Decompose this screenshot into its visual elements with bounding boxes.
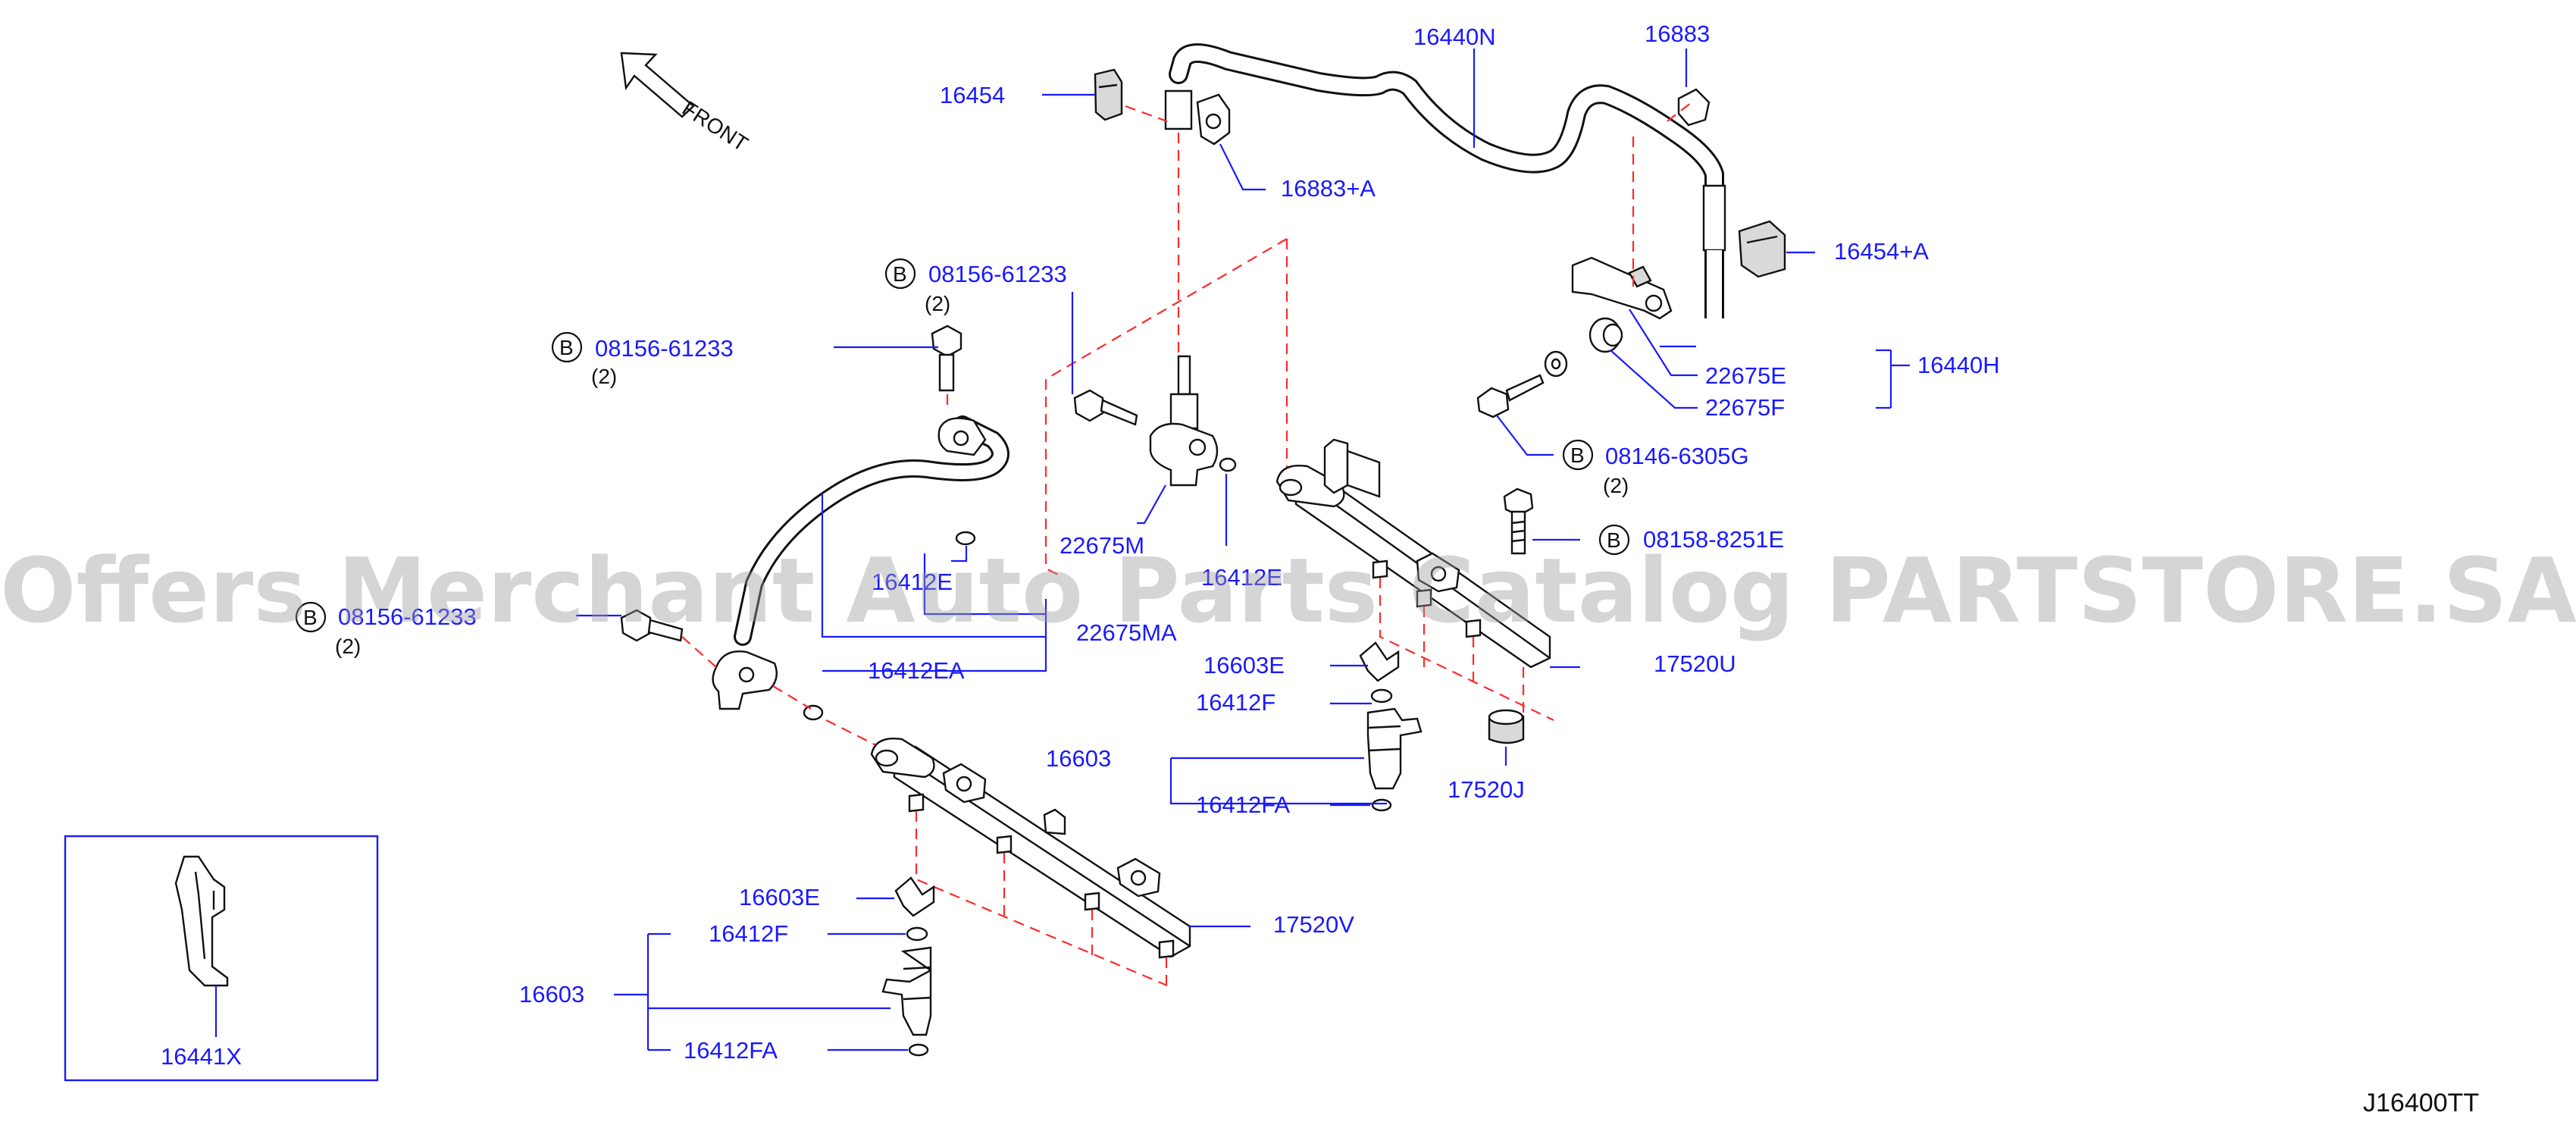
- front-label: FRONT: [678, 96, 753, 156]
- clamp-16883-part: [1677, 88, 1711, 127]
- bolt-callout-right-lower: B 08158-8251E: [1598, 524, 1784, 556]
- bolt-marker-b: B: [1607, 528, 1621, 552]
- label-b2-part: 08156-61233: [595, 335, 734, 362]
- label-b2-qty: (2): [591, 365, 617, 388]
- label-16603-right: 16603: [1046, 745, 1111, 772]
- clip-16441X-part: [174, 855, 229, 987]
- diagram-code: J16400TT: [2363, 1089, 2479, 1117]
- label-16603-left: 16603: [519, 981, 584, 1007]
- grommet-22675E-part: [1588, 317, 1623, 353]
- hidden-line: [915, 811, 1168, 987]
- bolt-callout-left-lower: B 08156-61233 (2): [295, 601, 477, 658]
- bolt-marker-b: B: [893, 262, 907, 286]
- bolt-marker-b: B: [1570, 443, 1585, 467]
- bracket-16440H-part: [1571, 256, 1673, 320]
- bolt-08158-8251E-part: [1503, 487, 1534, 555]
- washer-22675F-part: [1544, 350, 1568, 378]
- label-b1-qty: (2): [925, 292, 950, 315]
- label-16603E-right: 16603E: [1203, 652, 1285, 678]
- clip-16603E-left-part: [894, 876, 935, 917]
- label-17520U: 17520U: [1654, 650, 1736, 677]
- label-16412E: 16412E: [1201, 564, 1282, 591]
- label-16883: 16883: [1645, 20, 1710, 47]
- hidden-line: [1125, 105, 1168, 123]
- label-16412F-left: 16412F: [709, 920, 788, 947]
- oring-16412EA-part: [803, 704, 824, 721]
- label-22675F: 22675F: [1705, 394, 1785, 421]
- label-16883A: 16883+A: [1281, 175, 1376, 202]
- label-22675M: 22675M: [1060, 532, 1144, 559]
- label-22675E: 22675E: [1705, 362, 1786, 389]
- label-22675MA: 22675MA: [1076, 619, 1177, 646]
- label-16440H: 16440H: [1917, 352, 2000, 378]
- clamp-16883A-part: [1196, 93, 1231, 146]
- bolt-marker-b: B: [559, 336, 574, 359]
- label-17520V: 17520V: [1273, 911, 1354, 938]
- label-16412FA-right: 16412FA: [1196, 791, 1290, 818]
- label-b3-part: 08156-61233: [338, 603, 477, 630]
- hidden-line: [772, 685, 812, 710]
- label-16412EA: 16412EA: [868, 657, 965, 684]
- label-17520J: 17520J: [1448, 776, 1525, 803]
- hidden-line: [681, 636, 717, 668]
- label-16412FA-left: 16412FA: [684, 1037, 778, 1064]
- clip-16454-part: [1094, 68, 1123, 121]
- hose-16440N-part: [1164, 43, 1726, 318]
- bolt-callout-upper: B 08156-61233 (2): [884, 258, 1067, 315]
- label-b1-part: 08156-61233: [928, 261, 1067, 287]
- oring-16412E-left-part: [955, 531, 976, 546]
- clip-16603E-right-part: [1359, 641, 1400, 682]
- injector-16603-left-part: [881, 926, 932, 1057]
- hidden-line: [1044, 238, 1288, 577]
- bolt-22675M-part: [1073, 389, 1138, 426]
- hidden-line: [825, 719, 895, 755]
- bolt-callout-left-upper: B 08156-61233 (2): [551, 331, 734, 388]
- fuel-rail-17520V-part: [870, 738, 1191, 959]
- bolt-08156-61233-upper-part: [931, 324, 962, 392]
- front-arrow: FRONT: [620, 52, 753, 156]
- watermark: Offers Merchant Auto Parts Catalog PARTS…: [0, 538, 2576, 643]
- regulator-22675M-part: [1149, 355, 1219, 487]
- label-16440N: 16440N: [1413, 24, 1496, 50]
- label-b4-qty: (2): [1603, 474, 1629, 497]
- bolt-marker-b: B: [303, 606, 318, 629]
- leader-lines: [576, 49, 1910, 1051]
- label-16454A: 16454+A: [1834, 238, 1929, 265]
- label-16412E-left: 16412E: [872, 569, 953, 595]
- label-b4-part: 08146-6305G: [1605, 443, 1749, 469]
- bolt-08146-6305G-part: [1476, 374, 1545, 418]
- injector-16603-right-part: [1366, 688, 1423, 812]
- label-16441X: 16441X: [161, 1043, 242, 1070]
- hidden-line: [1379, 578, 1554, 721]
- label-16412F-right: 16412F: [1196, 689, 1275, 716]
- label-b5-part: 08158-8251E: [1643, 526, 1784, 553]
- clip-16454A-part: [1738, 220, 1786, 278]
- label-b3-qty: (2): [335, 635, 361, 658]
- label-16454: 16454: [940, 82, 1005, 108]
- hidden-line: [1667, 102, 1692, 122]
- fuel-rail-17520U-part: [1275, 438, 1551, 669]
- inset-box: [64, 835, 379, 1082]
- label-16603E-left: 16603E: [739, 884, 820, 910]
- insulator-17520J-part: [1488, 709, 1525, 744]
- oring-16412E-part: [1219, 457, 1237, 472]
- hose-22675MA-part: [712, 415, 1009, 710]
- bolt-08156-61233-left-part: [620, 609, 684, 642]
- bolt-callout-right: B 08146-6305G (2): [1562, 439, 1749, 497]
